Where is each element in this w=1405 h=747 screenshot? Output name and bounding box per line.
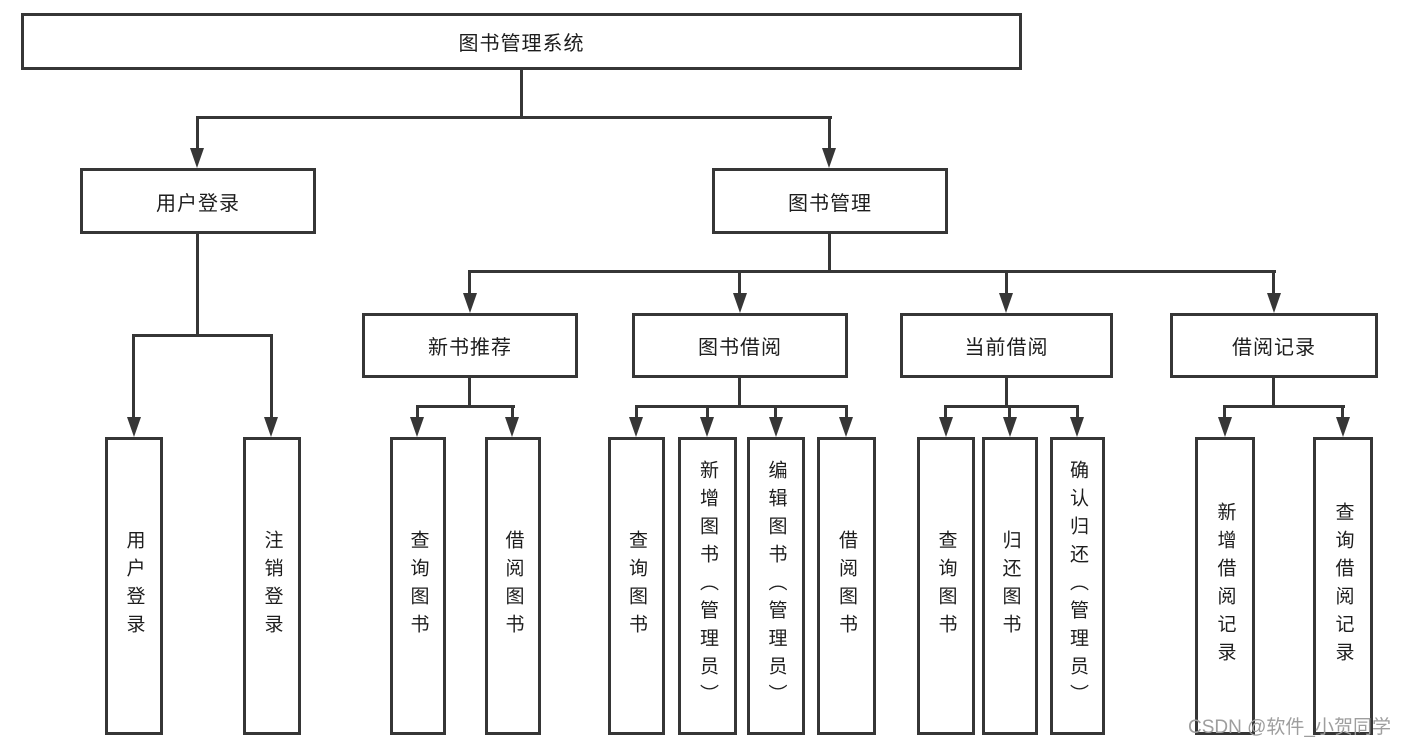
arrow-down-icon: [839, 417, 853, 437]
leaf-query-borrow-record: 查询借阅记录: [1313, 437, 1373, 735]
arrow-down-icon: [190, 148, 204, 168]
connector-leaf-stem: [1076, 405, 1079, 419]
connector-userlogin-bar: [132, 334, 273, 337]
connector-l3-stem: [1272, 270, 1275, 295]
connector-leaf-stem: [1341, 405, 1344, 419]
node-current-borrowing: 当前借阅: [900, 313, 1113, 378]
arrow-down-icon: [264, 417, 278, 437]
arrow-down-icon: [1218, 417, 1232, 437]
connector-leaf-stem: [1008, 405, 1011, 419]
watermark: CSDN @软件_小贺同学: [1188, 717, 1391, 738]
leaf-user-login: 用户登录: [105, 437, 163, 735]
connector-userlogin-stem: [196, 233, 199, 336]
connector-stem-user-login: [196, 116, 199, 150]
connector-leaf-stem: [416, 405, 419, 419]
arrow-down-icon: [700, 417, 714, 437]
connector-root-bar: [196, 116, 832, 119]
connector-leaf-stem: [635, 405, 638, 419]
leaf-confirm-return-admin: 确认归还（管理员）: [1050, 437, 1105, 735]
arrow-down-icon: [1336, 417, 1350, 437]
connector-root-stem: [520, 69, 523, 118]
connector-leaf-stem: [774, 405, 777, 419]
connector-leaf-stem: [845, 405, 848, 419]
connector-l3-stem: [468, 270, 471, 295]
leaf-edit-book-admin: 编辑图书（管理员）: [747, 437, 805, 735]
leaf-add-book-admin: 新增图书（管理员）: [678, 437, 737, 735]
arrow-down-icon: [127, 417, 141, 437]
arrow-down-icon: [769, 417, 783, 437]
node-new-book-recommend: 新书推荐: [362, 313, 578, 378]
leaf-query-books-2: 查询图书: [608, 437, 665, 735]
leaf-add-borrow-record: 新增借阅记录: [1195, 437, 1255, 735]
node-book-management: 图书管理: [712, 168, 948, 234]
connector-bookmgmt-stem: [828, 233, 831, 273]
connector-borrowing-stem: [738, 377, 741, 407]
arrow-down-icon: [939, 417, 953, 437]
connector-stem-book-mgmt: [828, 116, 831, 150]
arrow-down-icon: [629, 417, 643, 437]
node-borrowing-records: 借阅记录: [1170, 313, 1378, 378]
connector-l3-stem: [1005, 270, 1008, 295]
connector-leaf-stem: [511, 405, 514, 419]
connector-leaf-stem: [706, 405, 709, 419]
connector-newbook-bar: [416, 405, 515, 408]
connector-records-stem: [1272, 377, 1275, 407]
node-user-login-group: 用户登录: [80, 168, 316, 234]
arrow-down-icon: [999, 293, 1013, 313]
connector-leaf-stem: [270, 334, 273, 419]
connector-current-stem: [1005, 377, 1008, 407]
connector-current-bar: [944, 405, 1079, 408]
connector-bookmgmt-bar: [468, 270, 1276, 273]
node-book-borrowing: 图书借阅: [632, 313, 848, 378]
arrow-down-icon: [1003, 417, 1017, 437]
leaf-query-books-3: 查询图书: [917, 437, 975, 735]
connector-records-bar: [1223, 405, 1345, 408]
leaf-borrow-books-1: 借阅图书: [485, 437, 541, 735]
connector-leaf-stem: [1223, 405, 1226, 419]
leaf-logout: 注销登录: [243, 437, 301, 735]
connector-l3-stem: [738, 270, 741, 295]
connector-leaf-stem: [944, 405, 947, 419]
connector-newbook-stem: [468, 377, 471, 407]
arrow-down-icon: [822, 148, 836, 168]
arrow-down-icon: [505, 417, 519, 437]
connector-borrowing-bar: [635, 405, 848, 408]
arrow-down-icon: [1267, 293, 1281, 313]
leaf-return-books: 归还图书: [982, 437, 1038, 735]
node-root: 图书管理系统: [21, 13, 1022, 70]
arrow-down-icon: [463, 293, 477, 313]
arrow-down-icon: [410, 417, 424, 437]
leaf-borrow-books-2: 借阅图书: [817, 437, 876, 735]
arrow-down-icon: [733, 293, 747, 313]
leaf-query-books-1: 查询图书: [390, 437, 446, 735]
arrow-down-icon: [1070, 417, 1084, 437]
connector-leaf-stem: [132, 334, 135, 419]
